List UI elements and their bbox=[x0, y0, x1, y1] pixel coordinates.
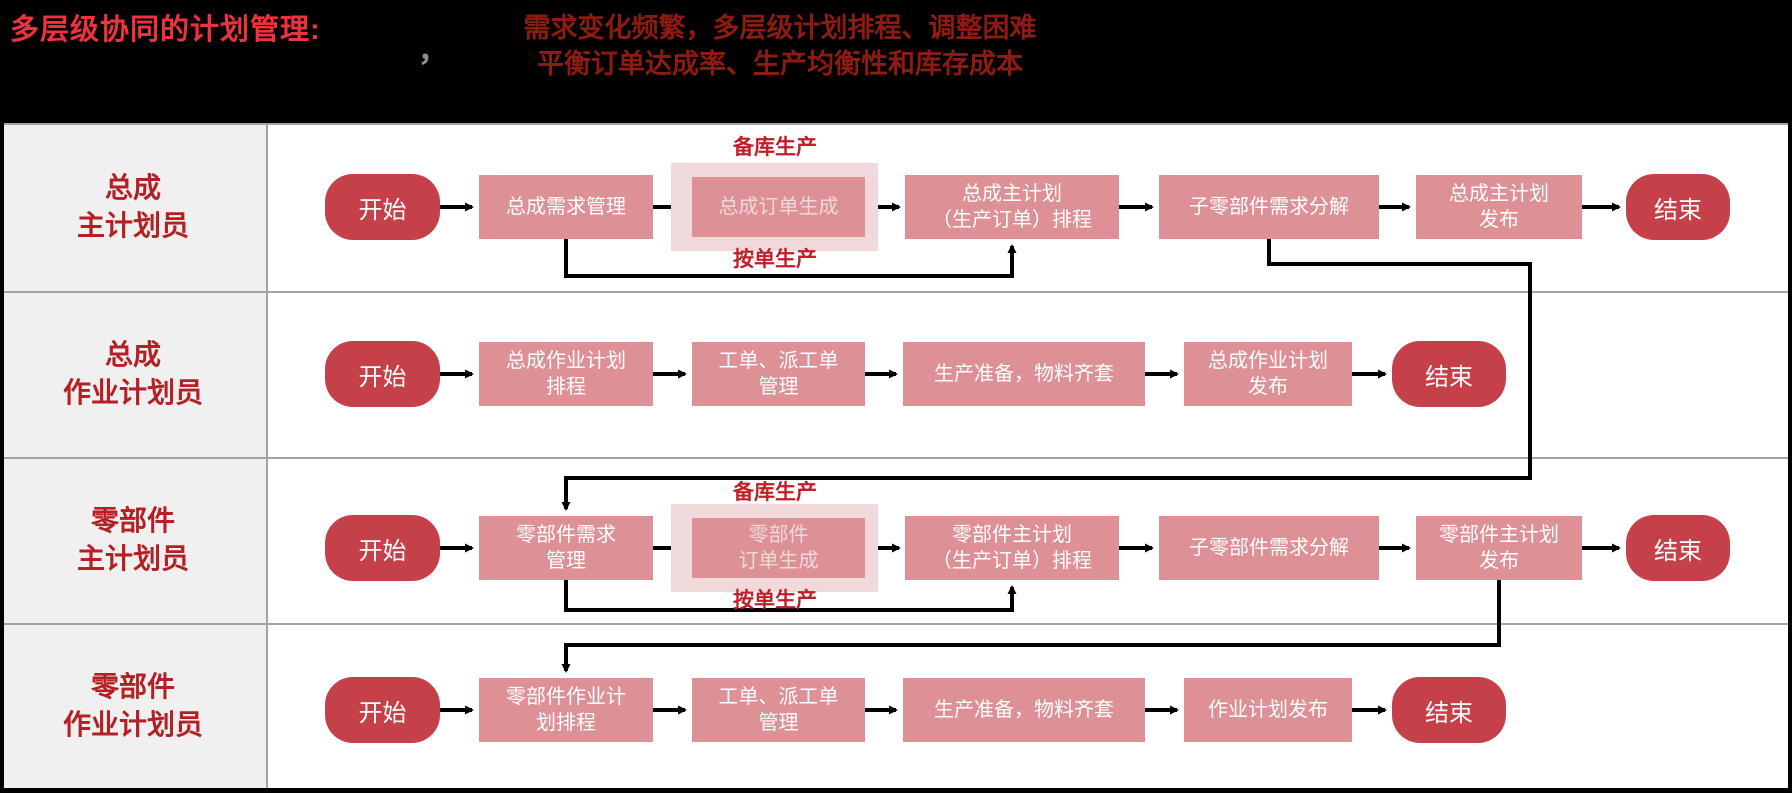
lane-label-assembly-master-planner: 总成 主计划员 bbox=[76, 172, 189, 241]
flow-node-start: 开始 bbox=[325, 341, 440, 407]
flow-node-box: 总成作业计划 排程 bbox=[479, 342, 653, 406]
row-separator bbox=[0, 291, 1792, 293]
flow-node-start: 开始 bbox=[325, 174, 440, 240]
flow-node-ghost: 零部件 订单生成 bbox=[692, 518, 865, 578]
bottom-border bbox=[0, 788, 1792, 793]
flow-label: 备库生产 bbox=[733, 481, 817, 504]
flow-connector-parts-plan-to-operation bbox=[561, 580, 1501, 673]
right-border bbox=[1788, 123, 1792, 788]
flow-node-box: 总成作业计划 发布 bbox=[1184, 342, 1352, 406]
flow-node-start: 开始 bbox=[325, 677, 440, 743]
flow-node-box: 零部件需求 管理 bbox=[479, 516, 653, 580]
flow-node-box: 零部件主计划 发布 bbox=[1416, 516, 1582, 580]
lane-label-column bbox=[0, 123, 266, 788]
flow-node-end: 结束 bbox=[1626, 515, 1730, 581]
lane-label-parts-master-planner: 零部件 主计划员 bbox=[76, 505, 189, 574]
flow-node-box: 生产准备，物料齐套 bbox=[903, 678, 1145, 742]
left-border bbox=[0, 123, 4, 788]
flow-node-box: 总成主计划 发布 bbox=[1416, 175, 1582, 239]
flow-node-box: 生产准备，物料齐套 bbox=[903, 342, 1145, 406]
flow-node-start: 开始 bbox=[325, 515, 440, 581]
flow-node-box: 零部件主计划 （生产订单）排程 bbox=[905, 516, 1119, 580]
flow-node-box: 工单、派工单 管理 bbox=[692, 342, 865, 406]
banner-title: 多层级协同的计划管理: bbox=[10, 14, 321, 46]
lane-label-parts-operation-planner: 零部件 作业计划员 bbox=[62, 670, 203, 740]
flow-label: 按单生产 bbox=[733, 248, 817, 271]
flow-node-box: 总成主计划 （生产订单）排程 bbox=[905, 175, 1119, 239]
flow-node-end: 结束 bbox=[1392, 341, 1506, 407]
flow-node-end: 结束 bbox=[1626, 174, 1730, 240]
flow-node-box: 零部件作业计 划排程 bbox=[479, 678, 653, 742]
banner-desc-line1: 需求变化频繁，多层级计划排程、调整困难 bbox=[523, 13, 1037, 43]
row-separator bbox=[0, 457, 1792, 459]
flow-node-box: 作业计划发布 bbox=[1184, 678, 1352, 742]
lane-label-assembly-operation-planner: 总成 作业计划员 bbox=[62, 339, 203, 408]
flow-node-box: 子零部件需求分解 bbox=[1159, 175, 1379, 239]
flow-node-box: 总成需求管理 bbox=[479, 175, 653, 239]
flow-label: 按单生产 bbox=[733, 589, 817, 612]
row-separator bbox=[0, 123, 1792, 125]
flow-node-ghost: 总成订单生成 bbox=[692, 177, 865, 237]
flow-node-end: 结束 bbox=[1392, 677, 1506, 743]
banner-desc-line2: 平衡订单达成率、生产均衡性和库存成本 bbox=[537, 49, 1023, 79]
row-separator bbox=[0, 623, 1792, 625]
column-separator bbox=[266, 123, 268, 788]
hidden-text-comma: ， bbox=[418, 35, 448, 68]
flow-label: 备库生产 bbox=[733, 136, 817, 159]
flow-node-box: 子零部件需求分解 bbox=[1159, 516, 1379, 580]
flow-node-box: 工单、派工单 管理 bbox=[692, 678, 865, 742]
banner: 多层级协同的计划管理: ， 需求变化频繁，多层级计划排程、调整困难 平衡订单达成… bbox=[0, 0, 1792, 123]
